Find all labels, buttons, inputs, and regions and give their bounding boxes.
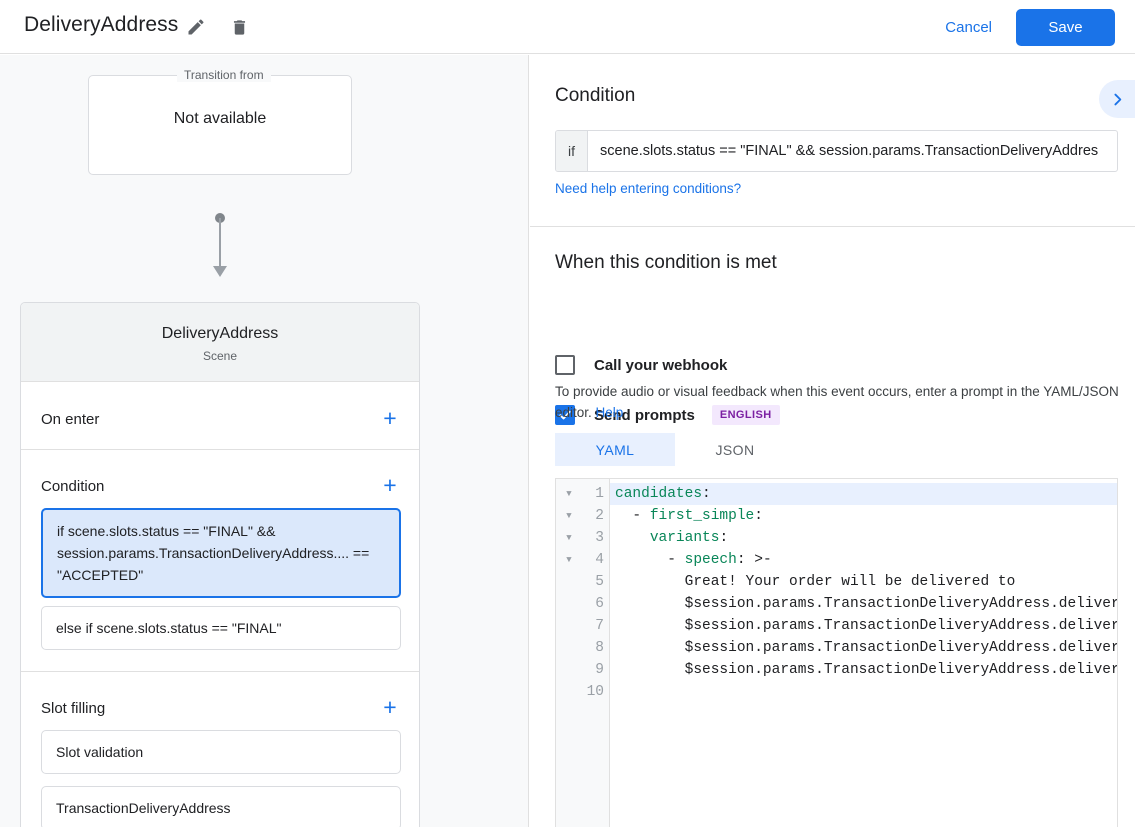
line-number: 9 xyxy=(595,662,604,678)
prompt-editor-hint-text: To provide audio or visual feedback when… xyxy=(555,384,1119,420)
editor-line-number-gutter: 1 2 3 4 5 6 7 8 9 10 xyxy=(582,479,610,827)
yaml-editor[interactable]: ▼ ▼ ▼ ▼ 1 2 3 4 5 6 7 8 9 10 candidates: - first_sim… xyxy=(555,478,1118,827)
trash-icon[interactable] xyxy=(226,14,252,40)
line-number: 3 xyxy=(595,530,604,546)
code-line[interactable]: - first_simple: xyxy=(615,508,763,524)
page-title: DeliveryAddress xyxy=(24,13,179,36)
condition-if-prefix: if xyxy=(556,131,588,171)
transition-from-value: Not available xyxy=(173,110,267,127)
code-line[interactable]: variants: xyxy=(649,530,729,546)
cancel-button[interactable]: Cancel xyxy=(935,13,1002,41)
list-item[interactable]: else if scene.slots.status == "FINAL" xyxy=(41,606,401,650)
editor-code-area[interactable]: candidates: - first_simple: variants: - … xyxy=(610,479,1117,827)
code-line[interactable]: $session.params.TransactionDeliveryAddre… xyxy=(684,662,1117,678)
tab-json[interactable]: JSON xyxy=(715,441,755,458)
editor-fold-gutter[interactable]: ▼ ▼ ▼ ▼ xyxy=(556,479,582,827)
code-line[interactable]: $session.params.TransactionDeliveryAddre… xyxy=(684,640,1117,656)
line-number: 7 xyxy=(595,618,604,634)
line-number: 4 xyxy=(595,552,604,568)
webhook-checkbox-row[interactable]: Call your webhook xyxy=(555,355,727,375)
code-line[interactable]: Great! Your order will be delivered to xyxy=(615,574,1016,590)
fold-placeholder xyxy=(556,571,582,593)
yaml-key-token: speech xyxy=(684,552,737,568)
send-prompts-checkbox[interactable] xyxy=(555,405,575,425)
pencil-icon[interactable] xyxy=(183,14,209,40)
code-line[interactable]: $session.params.TransactionDeliveryAddre… xyxy=(684,618,1117,634)
top-app-bar: DeliveryAddress Cancel Save xyxy=(0,0,1135,54)
condition-input-group: if xyxy=(555,130,1118,172)
transition-to-type: Scene xyxy=(202,349,238,363)
connector-line xyxy=(219,218,221,270)
fold-placeholder xyxy=(556,615,582,637)
transition-from-card: Transition from Not available xyxy=(88,68,352,175)
send-prompts-checkbox-row[interactable]: Send prompts ENGLISH xyxy=(555,405,780,425)
transition-to-card: Transition to DeliveryAddress Scene On e… xyxy=(20,302,420,827)
transition-graph-panel: Transition from Not available Transition… xyxy=(0,55,529,827)
section-condition: Condition + if scene.slots.status == "FINA… xyxy=(21,450,419,672)
line-number: 6 xyxy=(595,596,604,612)
fold-chevron-down-icon[interactable]: ▼ xyxy=(566,533,572,543)
tab-yaml[interactable]: YAML xyxy=(555,433,675,466)
connector-arrow-icon xyxy=(213,266,227,277)
code-line[interactable] xyxy=(610,681,1117,703)
call-webhook-label: Call your webhook xyxy=(594,356,728,374)
editor-format-tabs: YAML JSON xyxy=(555,433,795,466)
code-line[interactable]: candidates: xyxy=(610,483,1117,505)
yaml-key-token: candidates xyxy=(615,486,703,502)
call-webhook-checkbox[interactable] xyxy=(555,355,575,375)
when-condition-met-heading: When this condition is met xyxy=(555,252,777,273)
line-number: 8 xyxy=(595,640,604,656)
yaml-key-token: variants xyxy=(649,530,720,546)
line-number: 2 xyxy=(595,508,604,524)
fold-chevron-down-icon[interactable]: ▼ xyxy=(566,489,572,499)
list-item[interactable]: Slot validation xyxy=(41,730,401,774)
condition-help-link[interactable]: Need help entering conditions? xyxy=(555,181,742,196)
add-condition-button[interactable]: + xyxy=(383,471,397,498)
transition-to-header: DeliveryAddress Scene xyxy=(21,303,419,382)
line-number: 5 xyxy=(595,574,604,590)
prompt-editor-help-link[interactable]: Help xyxy=(595,405,624,420)
section-title: On enter xyxy=(41,411,100,428)
fold-placeholder xyxy=(556,637,582,659)
section-on-enter: On enter + xyxy=(21,383,419,450)
transition-from-legend: Transition from xyxy=(177,68,271,82)
send-prompts-label: Send prompts xyxy=(594,406,695,424)
fold-placeholder xyxy=(556,681,582,703)
section-title: Slot filling xyxy=(41,700,106,717)
fold-chevron-down-icon[interactable]: ▼ xyxy=(566,555,572,565)
condition-detail-panel: Condition if Need help entering conditio… xyxy=(530,55,1135,827)
condition-input[interactable] xyxy=(588,131,1117,171)
line-number: 1 xyxy=(595,486,604,502)
save-button[interactable]: Save xyxy=(1016,9,1115,46)
add-on-enter-button[interactable]: + xyxy=(383,404,397,431)
fold-placeholder xyxy=(556,593,582,615)
list-item[interactable]: TransactionDeliveryAddress xyxy=(41,786,401,827)
section-divider xyxy=(530,226,1135,227)
section-title: Condition xyxy=(41,478,105,495)
list-item[interactable]: if scene.slots.status == "FINAL" && sess… xyxy=(41,508,401,598)
chevron-right-icon[interactable] xyxy=(1099,80,1135,118)
condition-heading: Condition xyxy=(555,85,636,106)
code-line[interactable]: - speech: >- xyxy=(615,552,772,568)
prompt-editor-hint: To provide audio or visual feedback when… xyxy=(555,381,1120,423)
language-badge: ENGLISH xyxy=(711,405,780,425)
transition-to-name: DeliveryAddress xyxy=(161,325,279,342)
yaml-key-token: first_simple xyxy=(649,508,755,524)
code-line[interactable]: $session.params.TransactionDeliveryAddre… xyxy=(684,596,1117,612)
line-number: 10 xyxy=(586,684,604,700)
fold-placeholder xyxy=(556,659,582,681)
add-slot-filling-button[interactable]: + xyxy=(383,693,397,720)
fold-chevron-down-icon[interactable]: ▼ xyxy=(566,511,572,521)
